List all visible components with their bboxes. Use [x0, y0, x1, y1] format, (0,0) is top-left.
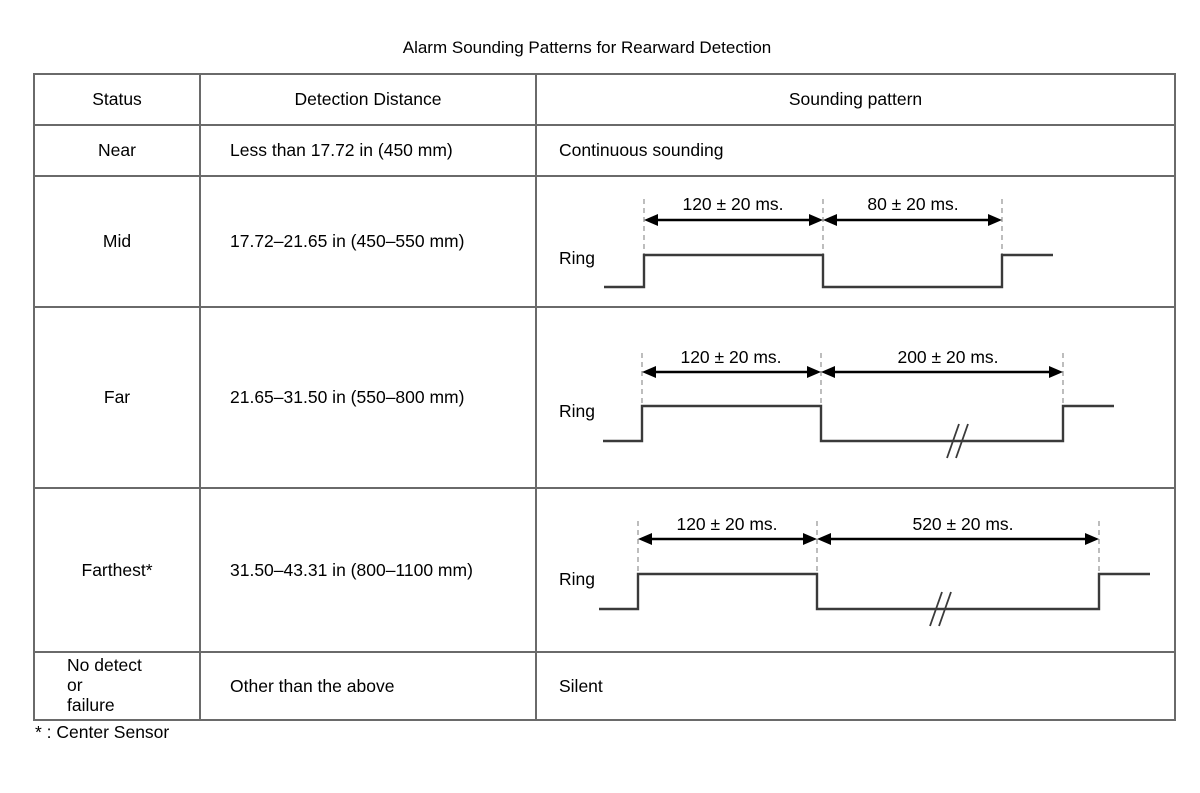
- distance-cell: 21.65–31.50 in (550–800 mm): [199, 306, 537, 489]
- ring-signal-waveform: [603, 404, 1114, 443]
- status-cell: Farthest*: [33, 487, 201, 653]
- header-status: Status: [33, 73, 201, 126]
- on-duration-label: 120 ± 20 ms.: [676, 514, 777, 534]
- header-sounding-pattern: Sounding pattern: [535, 73, 1176, 126]
- table-row-mid: Mid 17.72–21.65 in (450–550 mm): [33, 175, 1176, 308]
- arrowhead: [988, 214, 1002, 226]
- arrowhead: [642, 366, 656, 378]
- arrowhead: [807, 366, 821, 378]
- status-line: or: [67, 675, 83, 696]
- status-cell: No detect or failure: [33, 651, 201, 721]
- header-detection-distance: Detection Distance: [199, 73, 537, 126]
- axis-break-mark: [946, 423, 969, 459]
- arrowhead: [644, 214, 658, 226]
- arrowhead: [809, 214, 823, 226]
- signal-label: Ring: [559, 248, 595, 268]
- arrowhead: [1085, 533, 1099, 545]
- table-row-no-detect: No detect or failure Other than the abov…: [33, 651, 1176, 721]
- ring-signal-waveform: [604, 253, 1053, 289]
- on-duration-label: 120 ± 20 ms.: [680, 347, 781, 367]
- status-line: No detect: [67, 655, 142, 676]
- pattern-cell: 120 ± 20 ms. 200 ± 20 ms. Ring: [535, 306, 1176, 489]
- distance-cell: 17.72–21.65 in (450–550 mm): [199, 175, 537, 308]
- status-cell: Near: [33, 124, 201, 177]
- waveform-diagram: 120 ± 20 ms. 80 ± 20 ms. Ring: [559, 194, 1053, 289]
- arrowhead: [821, 366, 835, 378]
- pattern-cell: Silent: [535, 651, 1176, 721]
- distance-cell: 31.50–43.31 in (800–1100 mm): [199, 487, 537, 653]
- signal-label: Ring: [559, 569, 595, 589]
- page-title: Alarm Sounding Patterns for Rearward Det…: [402, 38, 772, 57]
- status-line: failure: [67, 694, 115, 715]
- distance-cell: Other than the above: [199, 651, 537, 721]
- waveform-diagram: 120 ± 20 ms. 520 ± 20 ms. Ring: [559, 514, 1150, 627]
- axis-break-mark: [929, 591, 952, 627]
- off-duration-label: 520 ± 20 ms.: [912, 514, 1013, 534]
- pattern-cell: 120 ± 20 ms. 80 ± 20 ms. Ring: [535, 175, 1176, 308]
- arrowhead: [638, 533, 652, 545]
- table-row-farthest: Farthest* 31.50–43.31 in (800–1100 mm): [33, 487, 1176, 653]
- on-duration-label: 120 ± 20 ms.: [682, 194, 783, 214]
- ring-signal-waveform: [599, 572, 1150, 611]
- distance-cell: Less than 17.72 in (450 mm): [199, 124, 537, 177]
- alarm-pattern-table: Status Detection Distance Sounding patte…: [33, 73, 1176, 721]
- status-cell: Mid: [33, 175, 201, 308]
- waveform-diagram: 120 ± 20 ms. 200 ± 20 ms. Ring: [559, 347, 1114, 459]
- arrowhead: [823, 214, 837, 226]
- pattern-cell: Continuous sounding: [535, 124, 1176, 177]
- status-cell: Far: [33, 306, 201, 489]
- arrowhead: [817, 533, 831, 545]
- signal-label: Ring: [559, 401, 595, 421]
- arrowhead: [1049, 366, 1063, 378]
- table-row-near: Near Less than 17.72 in (450 mm) Continu…: [33, 124, 1176, 177]
- pattern-cell: 120 ± 20 ms. 520 ± 20 ms. Ring: [535, 487, 1176, 653]
- table-row-far: Far 21.65–31.50 in (550–800 mm): [33, 306, 1176, 489]
- arrowhead: [803, 533, 817, 545]
- off-duration-label: 80 ± 20 ms.: [867, 194, 958, 214]
- table-header-row: Status Detection Distance Sounding patte…: [33, 73, 1176, 126]
- off-duration-label: 200 ± 20 ms.: [897, 347, 998, 367]
- footnote: * : Center Sensor: [35, 722, 170, 742]
